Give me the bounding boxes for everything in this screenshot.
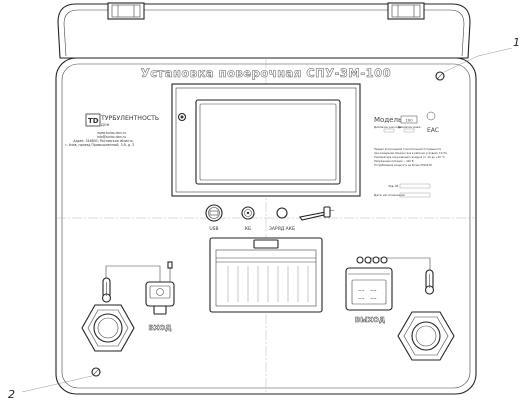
printer-slots (227, 266, 309, 302)
model-value: 100 (405, 118, 413, 123)
company-logo: TD ТУРБУЛЕНТНОСТЬ ДОН (85, 113, 159, 127)
outlet-fitting[interactable] (397, 311, 455, 361)
spec-line-6: Напряжение питания ~ 220 В (374, 159, 414, 163)
panel-title: Установка поверочная СПУ-3М-100 (141, 66, 391, 80)
date-label: Дата изготовления (374, 193, 405, 197)
spec-line-3: Предел допускаемой относительной погрешн… (374, 147, 442, 151)
charge-label: ЗАРЯД АКБ (269, 226, 295, 232)
outlet-label: ВЫХОД (355, 316, 385, 324)
screw-bottom-left (91, 367, 101, 377)
antenna-connector[interactable] (299, 206, 335, 221)
spec-line-2: Диапазон давл.: (398, 125, 422, 129)
receipt-printer (209, 237, 323, 313)
kb-label: КБ (245, 226, 251, 232)
case-lid (57, 2, 471, 59)
svg-text:~~: ~~ (358, 296, 365, 301)
leader-1 (443, 55, 479, 73)
callout-2-label: 2 (8, 388, 15, 401)
model-label: Модель: (374, 116, 404, 124)
logo-sub: ДОН (101, 123, 110, 127)
svg-text:~~: ~~ (370, 288, 377, 293)
company-line-2: info@turbo-don.ru (97, 135, 126, 139)
svg-text:~~: ~~ (358, 288, 365, 293)
spec-line-1: Диапазон расхода: (374, 125, 402, 129)
charge-port[interactable] (276, 207, 288, 219)
nameplate: Модель: 100 EAC Диапазон расхода: Диапаз… (374, 111, 448, 198)
logo-text: ТУРБУЛЕНТНОСТЬ (100, 115, 159, 122)
company-line-4: г. Азов, проезд Промышленный, 3-й, д. 3 (65, 143, 134, 147)
screw-top-right (435, 71, 445, 81)
cert-mark-icon (426, 111, 436, 121)
serial-label: Зав. № (388, 184, 399, 188)
leader-1b (477, 47, 513, 57)
svg-text:TD: TD (88, 117, 99, 125)
spec-line-4: при измерении объема газа в рабочих усло… (374, 151, 448, 155)
printer-button[interactable] (253, 239, 279, 249)
kb-connector[interactable] (241, 206, 255, 220)
usb-port[interactable] (205, 204, 223, 222)
lid-latch-right[interactable] (387, 2, 425, 20)
spec-line-7: Потребляемая мощность не более 25000 Вт (374, 163, 433, 167)
eac-mark-icon: EAC (427, 127, 439, 134)
lid-latch-left[interactable] (107, 2, 145, 20)
inlet-label: ВХОД (149, 324, 172, 332)
spec-line-5: Температура окружающего воздуха от -10 д… (374, 155, 445, 159)
callout-1-label: 1 (513, 36, 520, 49)
inlet-pressure-sensor-icon (145, 261, 175, 315)
outlet-heater-icon: ~~ ~~ ~~ ~~ (345, 256, 393, 311)
inlet-fitting[interactable] (81, 304, 135, 352)
company-line-3: Адрес: 346800, Ростовская область, (73, 139, 134, 143)
inlet-thermometer-icon (101, 277, 112, 303)
inlet-flow-diagram: ВХОД (101, 261, 175, 332)
touch-screen[interactable] (195, 99, 341, 185)
usb-label: USB (209, 226, 218, 232)
company-line-1: www.turbo-don.ru (97, 131, 126, 135)
svg-text:~~: ~~ (370, 296, 377, 301)
outlet-thermometer-icon (424, 269, 435, 295)
leader-2 (21, 375, 93, 393)
outlet-flow-diagram: ~~ ~~ ~~ ~~ ВЫХОД (345, 256, 435, 324)
